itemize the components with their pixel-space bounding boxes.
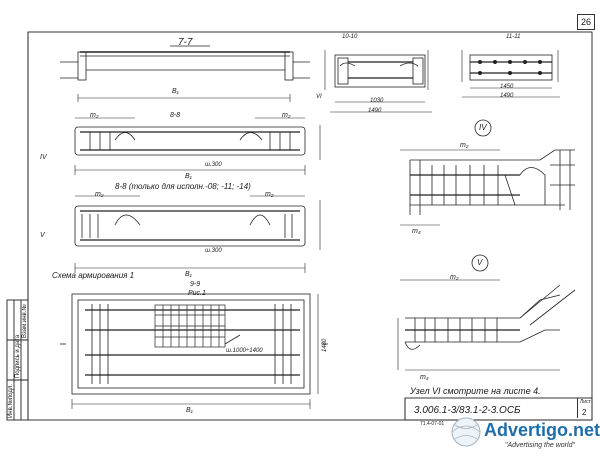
figure-1-label: Рис.1	[188, 290, 206, 297]
side-label-replace: Взам.инв.№	[22, 304, 28, 338]
dim-1450: 1450	[500, 84, 514, 90]
sheet-number-box: Лист 2	[577, 398, 592, 418]
sheet-number: 2	[582, 408, 587, 417]
node-label-v: V	[477, 258, 483, 267]
schema-label: Схема армирования 1	[52, 271, 135, 280]
dim-m2-a: m₂	[90, 112, 99, 119]
section-8-8-second-drawing	[74, 195, 321, 273]
step-300-a: ш.300	[205, 162, 222, 168]
document-code: 3.006.1-3/83.1-2-3.ОСБ	[414, 405, 521, 416]
dim-b1-low: B₁	[185, 271, 192, 278]
node-label-iv: IV	[479, 123, 487, 132]
dim-1480: 1480	[322, 338, 328, 352]
watermark-logo	[451, 417, 481, 447]
section-label-7-7: 7-7	[178, 37, 193, 48]
dim-m4-node4: m₄	[412, 228, 421, 235]
dim-m2-node4: m₂	[460, 142, 469, 149]
section-8-8-note: 8-8 (только для исполн.-08; -11; -14)	[115, 182, 251, 191]
dim-b1-bottom: B₁	[186, 407, 193, 414]
dim-1030: 1030	[370, 98, 384, 104]
section-label-8-8: 8-8	[170, 112, 181, 119]
dim-m4-node5: m₄	[420, 374, 429, 381]
node-vi-note: Узел VI смотрите на листе 4.	[410, 386, 541, 396]
dim-m2-c: m₂	[95, 191, 104, 198]
section-label-11-11: 11-11	[506, 34, 521, 40]
node-ref-vi: VI	[316, 94, 322, 100]
dim-b1-top: B₁	[172, 88, 179, 95]
section-11-11-drawing	[461, 50, 560, 98]
side-label-inv: Инв.№подл.	[8, 383, 14, 418]
page-number: 26	[577, 14, 595, 30]
section-label-10-10: 10-10	[342, 34, 358, 40]
dim-1490-b: 1490	[500, 93, 514, 99]
dim-m2-node5: m₂	[450, 274, 459, 281]
dim-m2-d: m₂	[265, 191, 274, 198]
bottom-code: 71.4-07-01	[420, 421, 445, 427]
section-label-9-9: 9-9	[190, 281, 201, 288]
node-ref-v: V	[40, 232, 45, 239]
dim-b1-mid: B₁	[185, 173, 192, 180]
side-label-sign: Подпись и дата	[15, 334, 21, 378]
step-300-b: ш.300	[205, 248, 222, 254]
watermark-tagline: "Advertising the world"	[505, 442, 575, 449]
section-7-7-drawing	[60, 45, 310, 102]
node-v-drawing	[397, 254, 576, 371]
dim-1490-a: 1490	[368, 108, 382, 114]
dim-m2-b: m₂	[282, 112, 291, 119]
node-ref-iv: IV	[40, 154, 47, 161]
sheet-label: Лист	[580, 399, 591, 405]
section-8-8-drawing	[74, 117, 321, 175]
step-1000-1400: ш.1000÷1400	[226, 348, 263, 354]
node-iv-drawing	[400, 119, 575, 226]
side-stamp	[6, 299, 29, 421]
watermark-brand[interactable]: Advertigo.net	[484, 420, 600, 440]
section-10-10-drawing	[324, 50, 432, 113]
reinforcement-schema-drawing	[60, 293, 328, 409]
